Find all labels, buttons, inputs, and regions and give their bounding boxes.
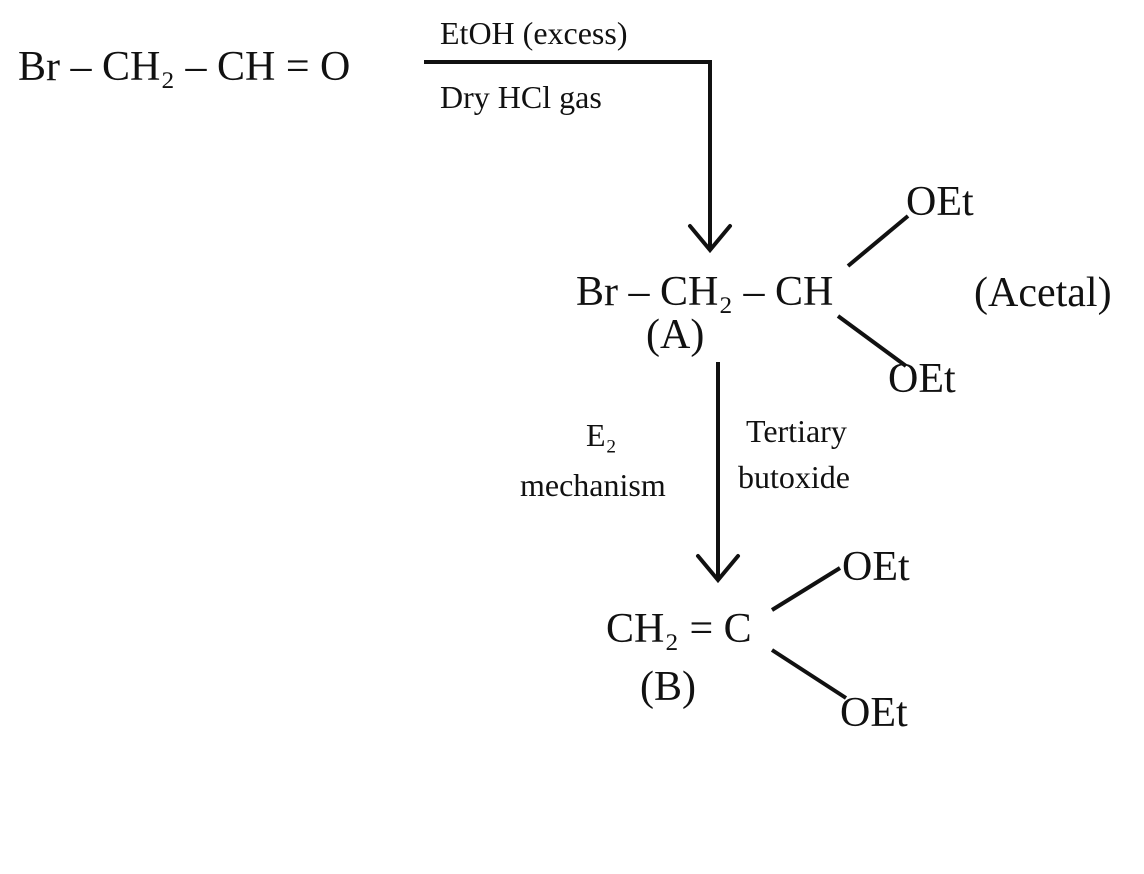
reagent-dry-hcl-gas: Dry HCl gas [440, 79, 602, 115]
compound-b-formula: CH₂ = C [606, 606, 752, 652]
step2-reagent-line1: Tertiary [746, 413, 847, 449]
compound-a-bond-lower [836, 314, 908, 368]
step2-reagent-line2: butoxide [738, 459, 850, 495]
step2-mechanism-line1: E₂ [586, 417, 617, 453]
compound-a-bond-upper [846, 214, 910, 268]
step1-arrow-head [688, 224, 732, 254]
compound-b-oet-lower: OEt [840, 690, 908, 736]
starting-material-formula: Br – CH₂ – CH = O [18, 44, 350, 90]
step2-arrow-head [696, 554, 740, 584]
compound-a-label: (A) [646, 312, 704, 358]
compound-b-label: (B) [640, 664, 696, 710]
compound-a-oet-lower: OEt [888, 356, 956, 402]
reagent-ethanol-excess: EtOH (excess) [440, 15, 627, 51]
step2-arrow [696, 362, 740, 584]
compound-b-bond-lower [770, 648, 848, 700]
step2-mechanism-line2: mechanism [520, 467, 666, 503]
step1-arrow-line [424, 60, 712, 248]
step1-arrow [424, 60, 732, 254]
compound-a-class-note: (Acetal) [974, 270, 1112, 316]
compound-b-bond-upper [770, 566, 842, 612]
compound-b-oet-upper: OEt [842, 544, 910, 590]
compound-a-oet-upper: OEt [906, 179, 974, 225]
compound-a-formula: Br – CH₂ – CH [576, 269, 833, 315]
